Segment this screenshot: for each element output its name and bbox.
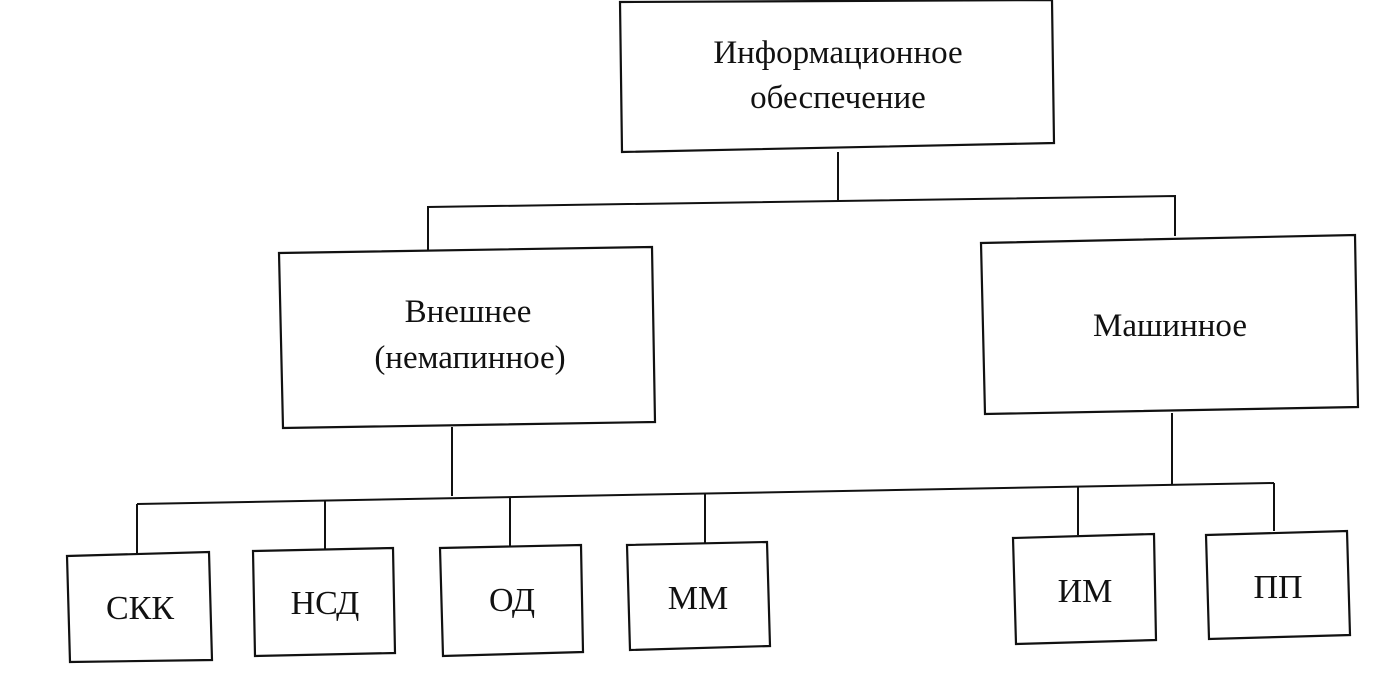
machine-node: Машинное xyxy=(979,233,1360,416)
leaf-node-im: ИМ xyxy=(1011,532,1158,646)
leaf-label-skk: СКК xyxy=(106,590,174,627)
leaf-label-mm: ММ xyxy=(668,580,728,617)
leaf-box-od xyxy=(438,543,585,658)
root-label-line2: обеспечение xyxy=(750,80,926,116)
root-label-line1: Информационное xyxy=(713,35,962,71)
leaf-node-mm: ММ xyxy=(625,540,772,652)
connectors xyxy=(136,152,1275,553)
leaf-label-pp: ПП xyxy=(1253,569,1302,606)
leaf-label-od: ОД xyxy=(489,582,535,619)
leaf-node-pp: ПП xyxy=(1204,529,1352,641)
leaf-node-nsd: НСД xyxy=(251,546,397,658)
leaf-box-pp xyxy=(1204,529,1352,641)
root-box xyxy=(618,0,1056,154)
machine-label: Машинное xyxy=(1093,308,1247,344)
machine-box xyxy=(979,233,1360,416)
leaf-box-mm xyxy=(625,540,772,652)
leaf-box-skk xyxy=(65,550,214,664)
external-label-line2: (немапинное) xyxy=(374,340,565,376)
leaf-node-od: ОД xyxy=(438,543,585,658)
leaf-label-nsd: НСД xyxy=(291,585,360,622)
leaf-box-im xyxy=(1011,532,1158,646)
leaf-label-im: ИМ xyxy=(1058,573,1113,610)
level2-bus xyxy=(427,194,1176,250)
external-box xyxy=(277,245,657,430)
root-node: Информационное обеспечение xyxy=(618,0,1056,154)
leaf-box-nsd xyxy=(251,546,397,658)
leaf-node-skk: СКК xyxy=(65,550,214,664)
external-label-line1: Внешнее xyxy=(405,294,532,330)
external-node: Внешнее (немапинное) xyxy=(277,245,657,430)
